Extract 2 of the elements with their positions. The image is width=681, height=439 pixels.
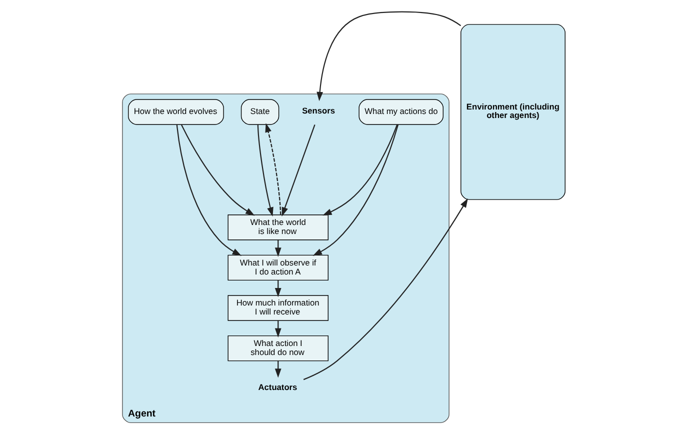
node-text: Sensors xyxy=(302,104,334,115)
node-text: Actuators xyxy=(258,382,297,392)
